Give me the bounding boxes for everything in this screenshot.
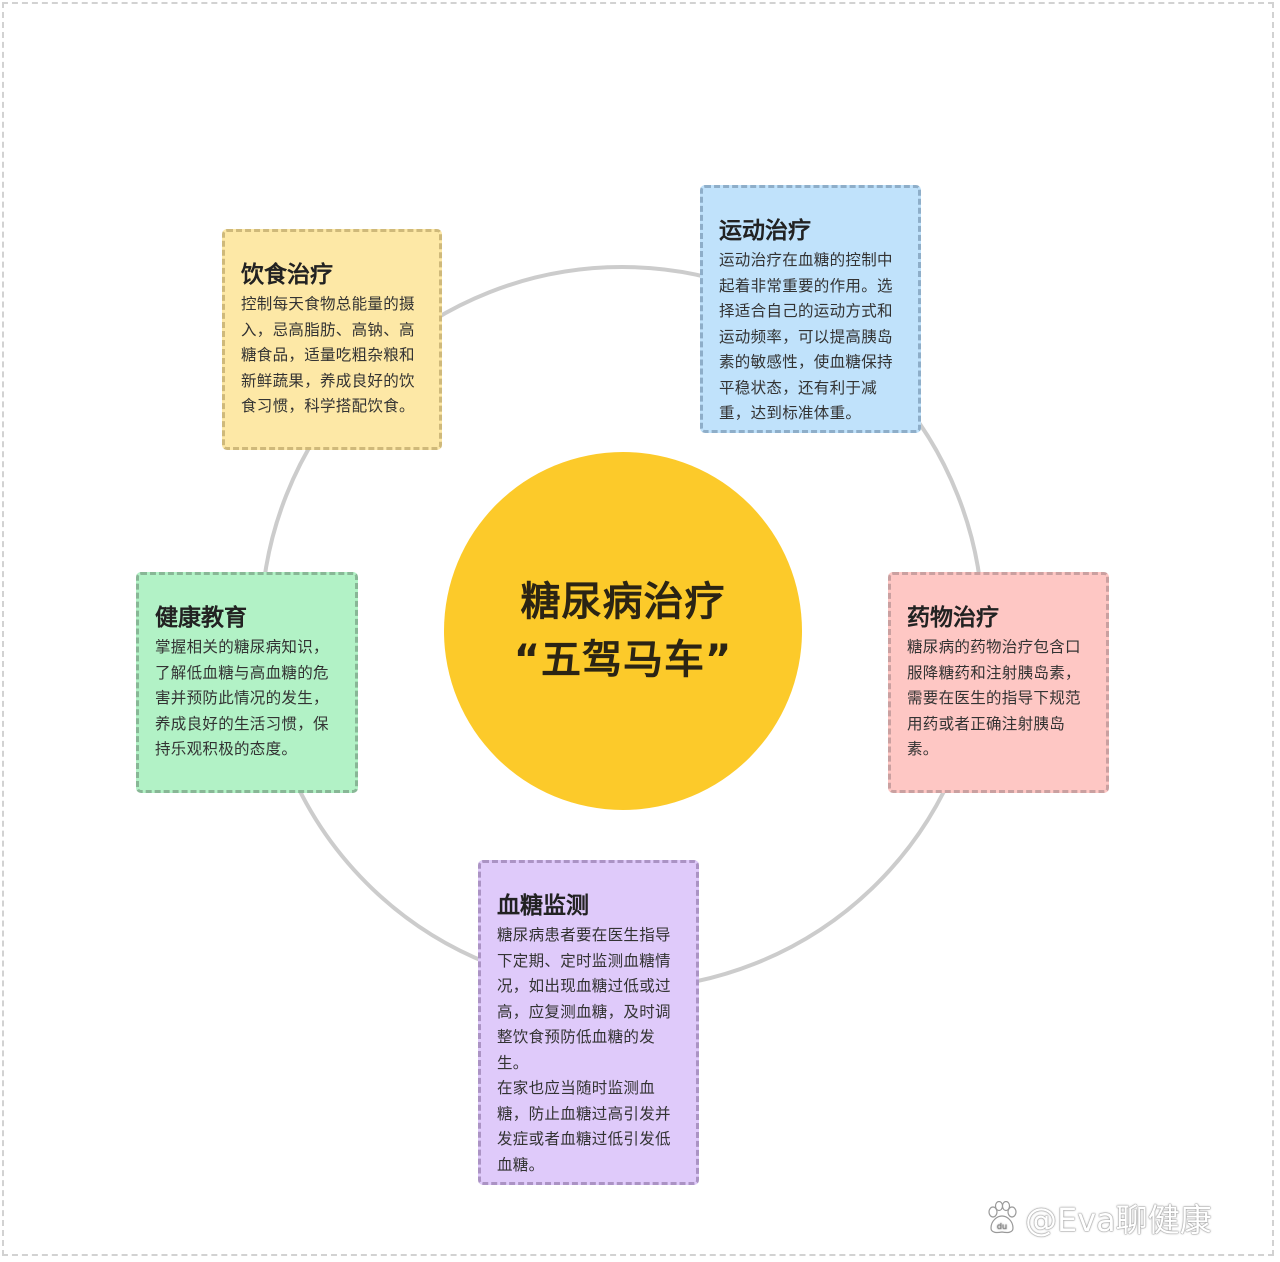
card-body: 控制每天食物总能量的摄入，忌高脂肪、高钠、高糖食品，适量吃粗杂粮和新鲜蔬果，养成…: [241, 292, 425, 420]
svg-text:du: du: [997, 1222, 1007, 1231]
card-body: 糖尿病的药物治疗包含口服降糖药和注射胰岛素，需要在医生的指导下规范用药或者正确注…: [907, 635, 1092, 763]
card-body: 掌握相关的糖尿病知识，了解低血糖与高血糖的危害并预防此情况的发生，养成良好的生活…: [155, 635, 341, 763]
card-title: 饮食治疗: [241, 262, 333, 288]
card-paragraph: 掌握相关的糖尿病知识，了解低血糖与高血糖的危害并预防此情况的发生，养成良好的生活…: [155, 638, 329, 758]
card-exercise-therapy: 运动治疗 运动治疗在血糖的控制中起着非常重要的作用。选择适合自己的运动方式和运动…: [700, 185, 921, 433]
watermark-text: @Eva聊健康: [1025, 1201, 1212, 1239]
center-title: 糖尿病治疗: [520, 579, 726, 625]
card-paragraph: 控制每天食物总能量的摄入，忌高脂肪、高钠、高糖食品，适量吃粗杂粮和新鲜蔬果，养成…: [241, 295, 415, 415]
center-subtitle: “五驾马车”: [513, 637, 733, 683]
card-paragraph: 糖尿病的药物治疗包含口服降糖药和注射胰岛素，需要在医生的指导下规范用药或者正确注…: [907, 638, 1081, 758]
card-title: 运动治疗: [719, 218, 811, 244]
card-paragraph: 糖尿病患者要在医生指导下定期、定时监测血糖情况，如出现血糖过低或过高，应复测血糖…: [497, 926, 671, 1072]
card-title: 血糖监测: [497, 893, 589, 919]
card-diet-therapy: 饮食治疗 控制每天食物总能量的摄入，忌高脂肪、高钠、高糖食品，适量吃粗杂粮和新鲜…: [222, 229, 442, 450]
card-body: 运动治疗在血糖的控制中起着非常重要的作用。选择适合自己的运动方式和运动频率，可以…: [719, 248, 904, 427]
card-drug-therapy: 药物治疗 糖尿病的药物治疗包含口服降糖药和注射胰岛素，需要在医生的指导下规范用药…: [888, 572, 1109, 793]
baidu-paw-icon: du: [988, 1201, 1017, 1234]
card-body: 糖尿病患者要在医生指导下定期、定时监测血糖情况，如出现血糖过低或过高，应复测血糖…: [497, 923, 682, 1178]
watermark: du @Eva聊健康: [985, 1195, 1212, 1241]
card-paragraph: 在家也应当随时监测血糖，防止血糖过高引发并发症或者血糖过低引发低血糖。: [497, 1079, 671, 1174]
card-paragraph: 运动治疗在血糖的控制中起着非常重要的作用。选择适合自己的运动方式和运动频率，可以…: [719, 251, 893, 422]
center-hub: 糖尿病治疗 “五驾马车”: [444, 452, 802, 810]
card-title: 健康教育: [155, 605, 247, 631]
card-glucose-monitoring: 血糖监测 糖尿病患者要在医生指导下定期、定时监测血糖情况，如出现血糖过低或过高，…: [478, 860, 699, 1185]
card-title: 药物治疗: [907, 605, 999, 631]
card-health-education: 健康教育 掌握相关的糖尿病知识，了解低血糖与高血糖的危害并预防此情况的发生，养成…: [136, 572, 358, 793]
